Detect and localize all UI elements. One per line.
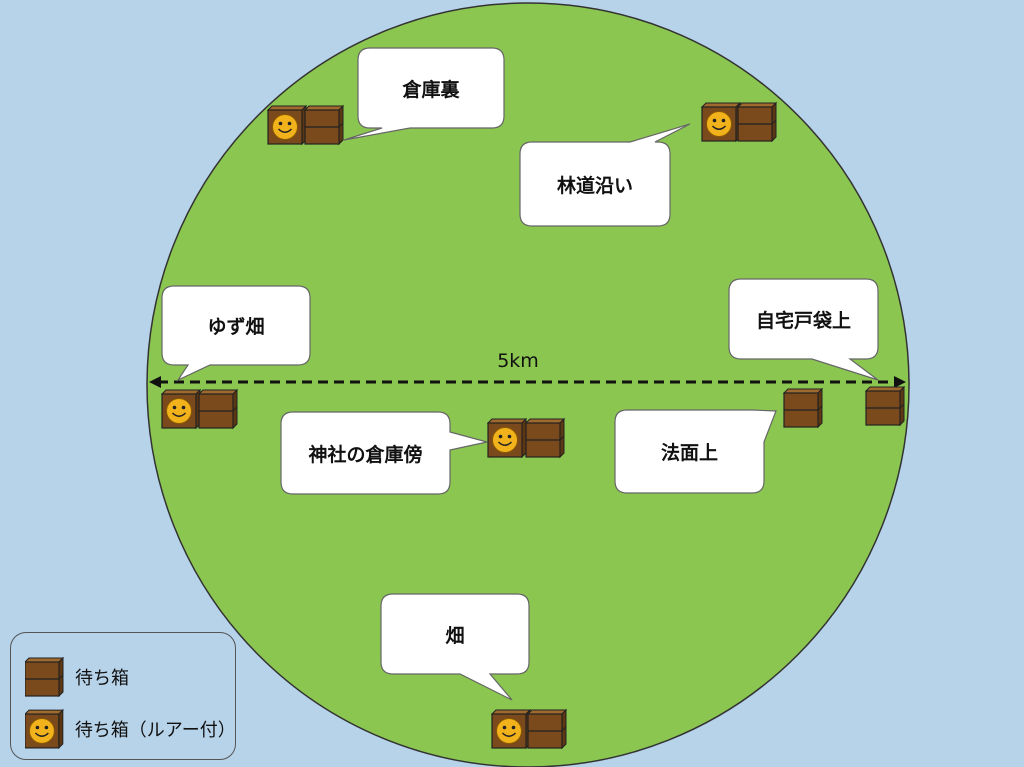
- legend-item-plain: 待ち箱: [25, 657, 129, 697]
- box-jinja: [525, 418, 565, 458]
- box-yuzu: [198, 389, 238, 429]
- label-jinja: 神社の倉庫傍: [308, 443, 423, 466]
- legend-label-lure: 待ち箱（ルアー付）: [74, 720, 236, 741]
- label-yuzu: ゆず畑: [207, 316, 265, 338]
- lure-box-souko-ura: [267, 105, 307, 145]
- box-hatake: [527, 709, 567, 749]
- lure-box-icon: [25, 709, 64, 749]
- legend-item-lure: 待ち箱（ルアー付）: [25, 709, 236, 749]
- box-souko-ura: [304, 105, 344, 145]
- callout-jinja: [280, 411, 488, 495]
- box-icon: [25, 657, 64, 697]
- box-norimen: [783, 388, 823, 428]
- field-circle: [146, 2, 910, 767]
- legend-label-plain: 待ち箱: [75, 668, 129, 689]
- legend: 待ち箱 待ち箱（ルアー付）: [10, 632, 236, 760]
- scale-label: 5km: [497, 350, 539, 372]
- box-rindou: [737, 102, 777, 142]
- callout-yuzu: [161, 285, 311, 382]
- label-norimen: 法面上: [660, 442, 718, 464]
- callout-jitaku: [728, 278, 879, 381]
- callout-souko-ura: [343, 47, 505, 141]
- callout-hatake: [380, 593, 530, 701]
- callout-rindou: [519, 123, 691, 227]
- lure-box-hatake: [491, 709, 531, 749]
- lure-box-jinja: [487, 418, 527, 458]
- label-souko-ura: 倉庫裏: [402, 78, 460, 101]
- label-hatake: 畑: [445, 624, 465, 647]
- scale-bar: [149, 376, 906, 388]
- label-rindou: 林道沿い: [556, 174, 633, 197]
- lure-box-rindou: [701, 102, 741, 142]
- box-jitaku: [865, 386, 905, 426]
- callout-norimen: [614, 409, 777, 494]
- label-jitaku: 自宅戸袋上: [755, 309, 851, 332]
- lure-box-yuzu: [161, 389, 201, 429]
